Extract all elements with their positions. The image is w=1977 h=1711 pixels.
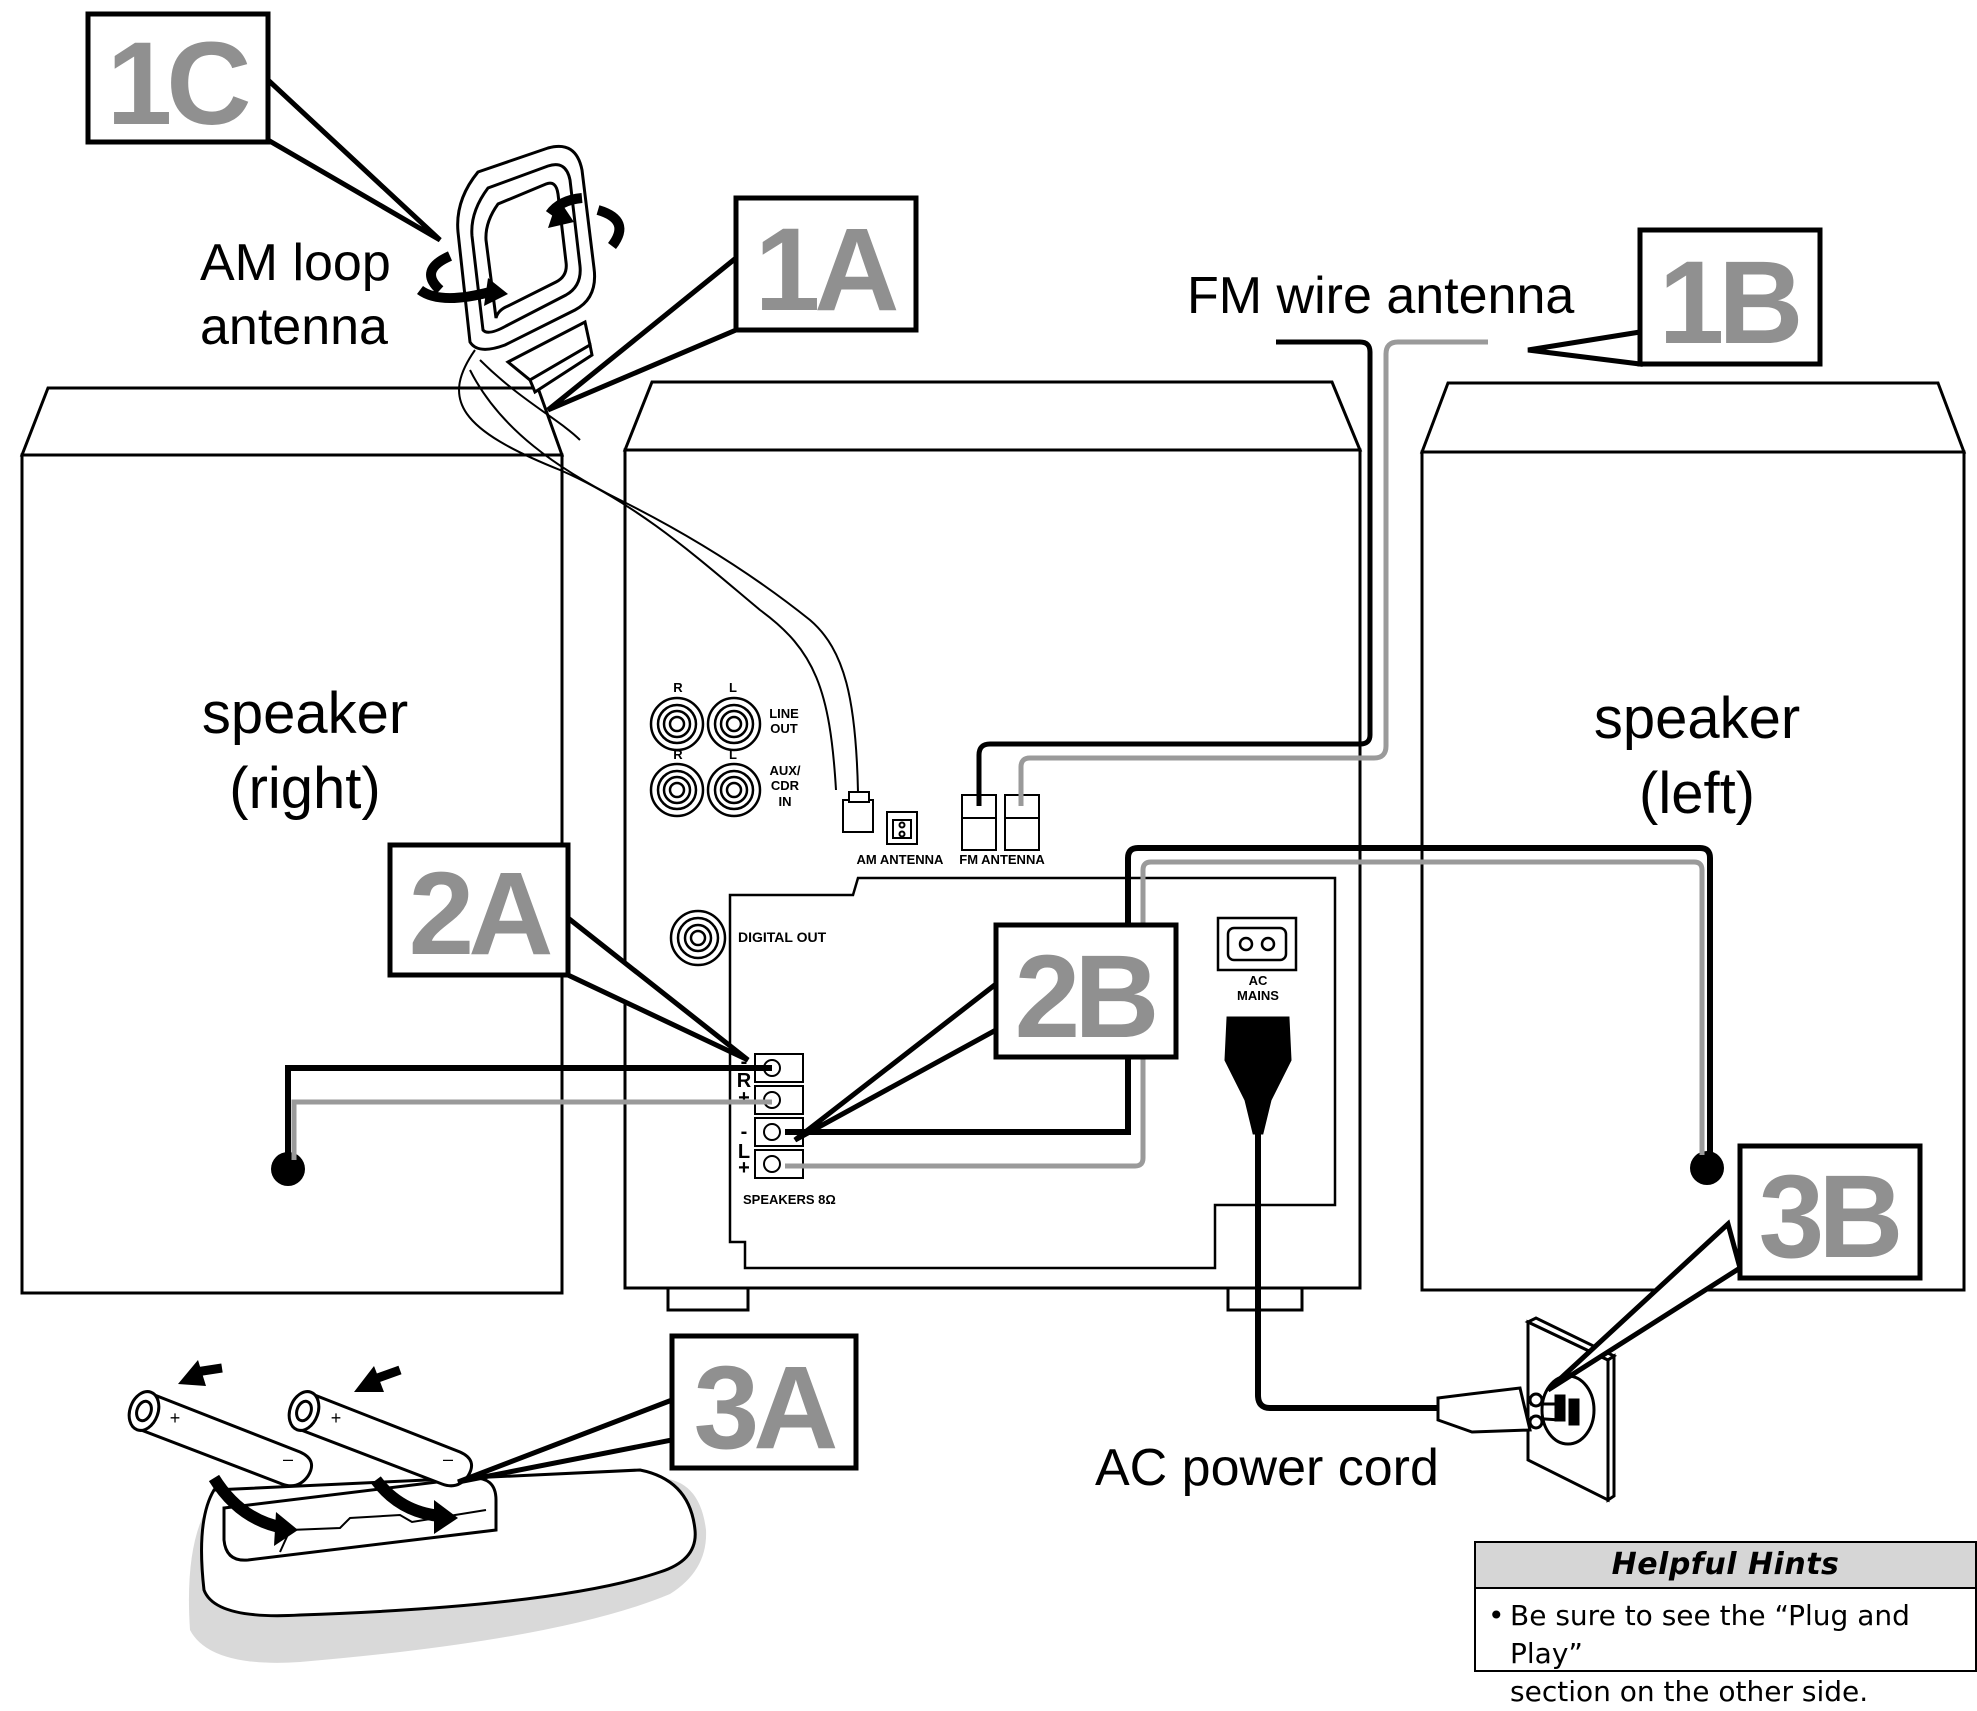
speaker-left-terminal <box>1690 1151 1724 1185</box>
battery-1 <box>127 1390 314 1488</box>
hint-text-line-2: section on the other side. <box>1510 1675 1869 1708</box>
hint-item: • Be sure to see the “Plug and Play” <box>1488 1597 1961 1673</box>
right-speaker-wire-black <box>285 1065 772 1169</box>
arrow-head-icon <box>178 1360 206 1386</box>
aux-label: AUX/ <box>769 763 800 778</box>
rotate-arrow-icon <box>417 251 492 304</box>
am-antenna-terminal <box>842 791 918 845</box>
battery-2 <box>287 1390 474 1488</box>
battery-plus-label-2: + <box>331 1408 342 1428</box>
line-out-label-2: OUT <box>770 721 798 736</box>
jack-label-l: L <box>729 680 737 695</box>
arrow-4-head-icon <box>434 1500 458 1534</box>
right-speaker-wire-gray <box>291 1099 772 1160</box>
digital-out-label: DIGITAL OUT <box>738 929 827 945</box>
line-out-label: LINE <box>769 706 799 721</box>
rca-jacks <box>649 696 762 967</box>
battery-plus-label: + <box>170 1408 181 1428</box>
speaker-left <box>1419 381 1967 1292</box>
am-loop-label: AM loop <box>200 234 391 292</box>
speaker-right-label-2: (right) <box>229 756 380 821</box>
fm-wire-gray <box>1018 339 1488 806</box>
callout-3b: 3B <box>1759 1151 1899 1283</box>
fm-antenna-label: FM ANTENNA <box>959 852 1045 867</box>
callout-2b: 2B <box>1015 931 1155 1063</box>
speakers-impedance-label: SPEAKERS 8Ω <box>743 1192 836 1207</box>
battery-minus-label-2: – <box>443 1449 453 1469</box>
rotate-arrow-2-icon <box>545 193 625 250</box>
hint-bullet: • <box>1488 1599 1505 1632</box>
jack-label-r-2: R <box>673 747 683 762</box>
arrow-3-head-icon <box>274 1512 298 1546</box>
arrow-4-icon <box>371 1476 441 1522</box>
ac-power-cord <box>1255 1120 1440 1411</box>
terminal-minus-l: - <box>741 1121 748 1143</box>
wall-plug <box>1436 1386 1561 1434</box>
fm-wire-label: FM wire antenna <box>1187 267 1574 325</box>
speaker-right-label: speaker <box>202 681 408 746</box>
callout-boxes <box>85 11 1923 1471</box>
rotate-arrow-head-icon <box>484 278 508 306</box>
rear-panel-plate <box>728 876 1337 1270</box>
terminal-plus-r: + <box>738 1087 750 1109</box>
helpful-hints-title: Helpful Hints <box>1476 1543 1975 1589</box>
speaker-left-label-2: (left) <box>1639 761 1755 826</box>
am-loop-antenna <box>456 144 597 395</box>
callout-pointers <box>265 74 1743 1485</box>
jack-label-r: R <box>673 680 683 695</box>
terminal-r-label: R <box>737 1070 752 1092</box>
callout-3a: 3A <box>694 1342 837 1474</box>
hookup-diagram: speaker (right) speaker (left) R L LINE … <box>19 11 1977 1708</box>
helpful-hints-box: Helpful Hints • Be sure to see the “Plug… <box>1474 1541 1977 1708</box>
ac-power-cord-label: AC power cord <box>1095 1439 1439 1497</box>
left-speaker-wire-gray <box>785 859 1705 1169</box>
hint-text-line-1: Be sure to see the “Plug and Play” <box>1510 1599 1910 1670</box>
terminal-l-label: L <box>738 1141 750 1163</box>
speaker-left-label: speaker <box>1594 686 1800 751</box>
jack-label-l-2: L <box>729 747 737 762</box>
ac-plug-body <box>1224 1016 1292 1135</box>
aux-label-3: IN <box>779 794 792 809</box>
am-antenna-wire <box>458 349 859 793</box>
aux-label-2: CDR <box>771 778 800 793</box>
am-antenna-label: AM ANTENNA <box>857 852 945 867</box>
ac-mains-label-2: MAINS <box>1237 988 1279 1003</box>
callout-1c: 1C <box>107 18 249 150</box>
main-unit <box>622 380 1363 1312</box>
callout-1a: 1A <box>755 204 898 336</box>
hint-item-continuation: section on the other side. <box>1488 1673 1961 1711</box>
terminal-plus-l: + <box>738 1157 750 1179</box>
fm-wire-black <box>976 339 1373 806</box>
arrow-2-head-icon <box>354 1366 384 1392</box>
callout-2a: 2A <box>409 848 552 980</box>
ac-mains-socket <box>1216 916 1298 972</box>
callout-1b: 1B <box>1659 237 1799 369</box>
battery-minus-label: – <box>283 1449 293 1469</box>
helpful-hints-body: • Be sure to see the “Plug and Play” sec… <box>1476 1589 1975 1711</box>
terminal-minus-r: - <box>741 1051 748 1073</box>
rotate-arrow-2-head-icon <box>548 198 574 228</box>
left-speaker-wire-black <box>785 845 1713 1160</box>
am-loop-label-2: antenna <box>200 298 388 356</box>
ac-mains-label: AC <box>1249 973 1268 988</box>
